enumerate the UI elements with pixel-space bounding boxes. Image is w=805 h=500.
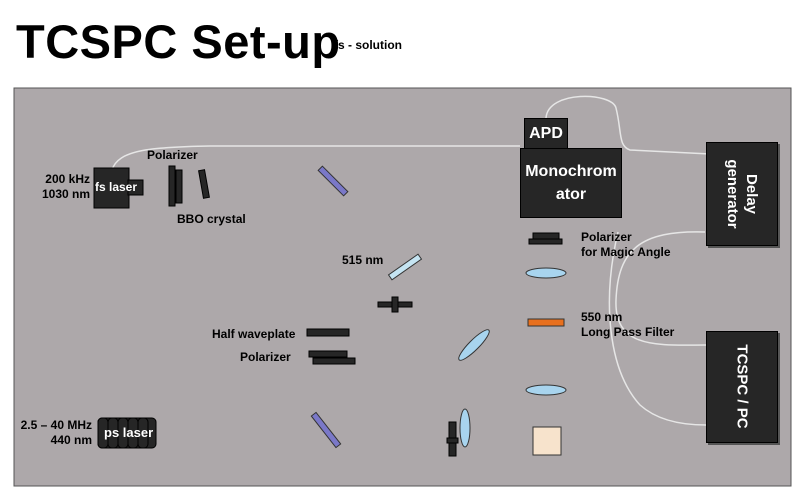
long-pass-filter <box>527 318 565 327</box>
wavelength-515-label: 515 nm <box>342 253 384 267</box>
polarizer-fs-label: Polarizer <box>147 148 198 162</box>
sample-cuvette <box>532 426 562 456</box>
cables <box>111 95 711 426</box>
apd-label: APD <box>529 125 563 142</box>
cable-apd-delay <box>545 95 711 155</box>
page-title: TCSPC Set-up <box>16 15 341 68</box>
fs-laser-label: fs laser <box>95 180 138 194</box>
long-pass-filter-label: 550 nm Long Pass Filter <box>581 310 675 339</box>
lens-2 <box>525 384 567 396</box>
polarizer-ps-2 <box>312 357 356 365</box>
ps-laser-label: ps laser <box>104 425 154 440</box>
mirror-515 <box>387 253 423 281</box>
polarizer-fs <box>168 165 176 207</box>
apd-box: APD <box>524 118 568 150</box>
tcspc-pc-box: TCSPC / PC <box>706 331 778 443</box>
waveplate-mount-post <box>391 296 399 313</box>
delay-generator-label: Delay generator <box>724 159 760 229</box>
polarizer-ps-label: Polarizer <box>240 350 291 364</box>
cable-fs-laser <box>111 145 520 171</box>
mirror-2 <box>310 411 342 449</box>
polarizer-magic-angle-base <box>528 238 563 245</box>
polarizer-magic-angle-label: Polarizer for Magic Angle <box>581 230 671 259</box>
lens-vertical <box>459 408 471 448</box>
polarizer-magic-angle <box>532 232 560 240</box>
tcspc-pc-label: TCSPC / PC <box>733 344 751 429</box>
fs-laser-output <box>127 179 144 196</box>
polarizer-fs-2 <box>175 169 183 204</box>
half-waveplate-label: Half waveplate <box>212 327 296 341</box>
sample-post-cap <box>446 437 459 444</box>
fs-laser-spec: 200 kHz 1030 nm <box>41 172 90 201</box>
ps-laser-spec: 2.5 – 40 MHz 440 nm <box>20 418 92 447</box>
cable-tcspc <box>608 231 707 426</box>
polarizer-ps <box>308 350 348 358</box>
delay-generator-box: Delay generator <box>706 142 778 246</box>
lens-1 <box>525 267 567 279</box>
bbo-crystal <box>198 169 210 199</box>
monochromator-label: Monochrom ator <box>525 163 617 203</box>
cable-delay-loop <box>615 231 707 346</box>
monochromator-box: Monochrom ator <box>520 148 622 218</box>
page-subtitle: fs - solution <box>334 38 402 52</box>
mirror-1 <box>317 165 349 197</box>
bbo-crystal-label: BBO crystal <box>177 212 246 226</box>
ps-laser-body <box>97 417 157 449</box>
lens-diagonal <box>458 329 490 361</box>
half-waveplate <box>306 328 350 337</box>
